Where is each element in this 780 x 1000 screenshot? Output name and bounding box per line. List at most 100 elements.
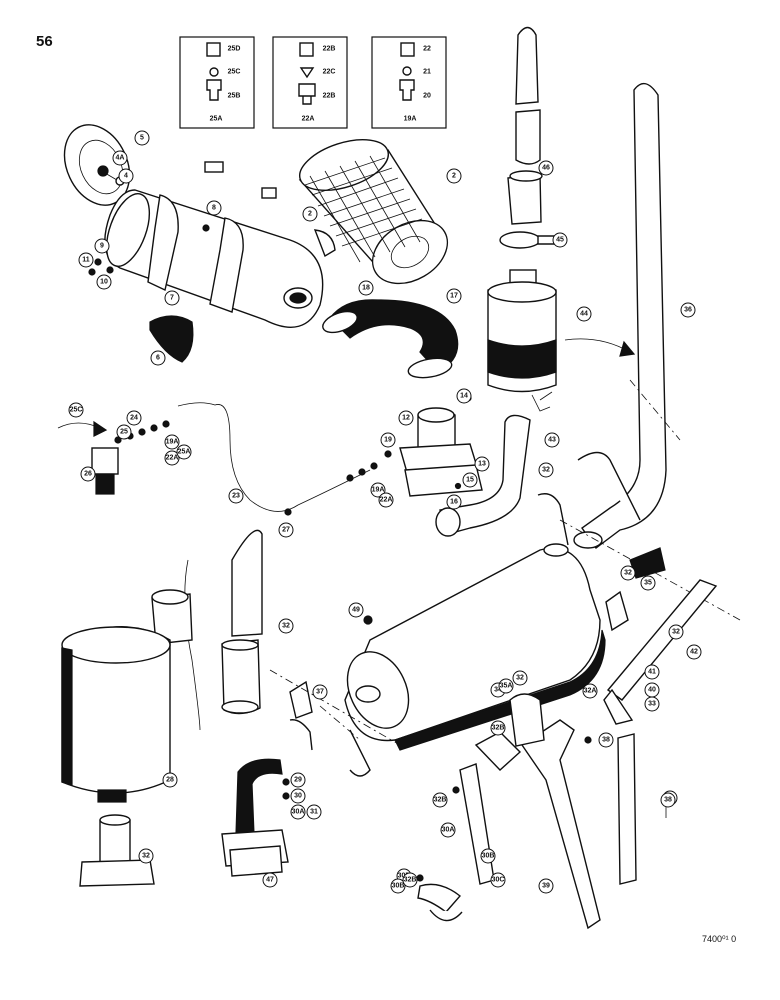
callout-32a: 32A (582, 683, 598, 699)
callout-label: 25A (178, 449, 191, 456)
callout-label: 32A (584, 688, 597, 695)
exhaust-manifold-elbow (221, 758, 289, 877)
callout-label: 43 (548, 437, 556, 444)
callout-18: 18 (358, 280, 374, 296)
callout-label: 4 (124, 173, 128, 180)
callout-32b: 32B (402, 872, 418, 888)
callout-41: 41 (644, 664, 660, 680)
callout-30b: 30B (390, 878, 406, 894)
callout-12: 12 (398, 410, 414, 426)
callout-17: 17 (446, 288, 462, 304)
callout-label: 11 (82, 257, 90, 264)
callout-label: 45 (556, 237, 564, 244)
callout-label: 30C (492, 877, 505, 884)
callout-24: 24 (126, 410, 142, 426)
callout-label: 27 (282, 527, 290, 534)
turbo-adapter (399, 394, 483, 497)
callout-label: 13 (478, 461, 486, 468)
callout-30a: 30A (290, 804, 306, 820)
callout-label: 49 (352, 607, 360, 614)
intake-hose (322, 299, 459, 379)
callout-44: 44 (576, 306, 592, 322)
callout-33: 33 (644, 696, 660, 712)
exhaust-stack (573, 82, 667, 549)
callout-23: 23 (228, 488, 244, 504)
callout-label: 32B (492, 725, 505, 732)
callout-11: 11 (78, 252, 94, 268)
callout-32b: 32B (432, 792, 448, 808)
inset-box-25a: 25D 25C 25B 25A (179, 36, 255, 129)
callout-10: 10 (96, 274, 112, 290)
callout-label: 32 (672, 629, 680, 636)
callout-32: 32 (668, 624, 684, 640)
exhaust-hanger (417, 731, 522, 922)
callout-label: 30B (392, 883, 405, 890)
callout-label: 24 (130, 415, 138, 422)
callout-label: 46 (542, 165, 550, 172)
callout-38: 38 (660, 792, 676, 808)
callout-label: 19A (372, 487, 385, 494)
callout-label: 2 (452, 173, 456, 180)
page-number: 56 (36, 33, 53, 50)
inset-box-22a: 22B 22C 22B 22A (272, 36, 348, 129)
callout-label: 32 (142, 853, 150, 860)
inset-callout: 25D (228, 46, 241, 53)
callout-32: 32 (138, 848, 154, 864)
callout-49: 49 (348, 602, 364, 618)
callout-22a: 22A (378, 492, 394, 508)
callout-42: 42 (686, 644, 702, 660)
callout-label: 47 (266, 877, 274, 884)
callout-label: 38 (664, 797, 672, 804)
callout-19a: 19A (164, 434, 180, 450)
callout-label: 44 (580, 311, 588, 318)
callout-4: 4 (118, 168, 134, 184)
callout-label: 28 (166, 777, 174, 784)
callout-label: 31 (310, 809, 318, 816)
callout-label: 32B (404, 877, 417, 884)
callout-4a: 4A (112, 150, 128, 166)
callout-label: 6 (156, 355, 160, 362)
callout-label: 25C (70, 407, 83, 414)
exhaust-pipe (221, 529, 263, 715)
inset-callout: 22B (323, 93, 336, 100)
callout-label: 38 (602, 737, 610, 744)
air-cleaner-cover (63, 124, 131, 206)
callout-label: 15 (466, 477, 474, 484)
callout-30a: 30A (440, 822, 456, 838)
callout-label: 14 (460, 393, 468, 400)
callout-19a: 19A (370, 482, 386, 498)
muffler-cap (487, 269, 557, 412)
callout-16: 16 (446, 494, 462, 510)
callout-25: 25 (116, 424, 132, 440)
callout-43: 43 (544, 432, 560, 448)
callout-label: 32 (282, 623, 290, 630)
callout-9: 9 (94, 238, 110, 254)
exhaust-extension (507, 26, 543, 225)
callout-label: 36 (684, 307, 692, 314)
callout-label: 18 (362, 285, 370, 292)
inset-callout: 25A (210, 116, 223, 123)
callout-15: 15 (462, 472, 478, 488)
callout-39: 39 (538, 878, 554, 894)
callout-label: 2 (308, 211, 312, 218)
muffler-support-bracket (603, 547, 718, 725)
inset-callout: 21 (423, 69, 431, 76)
callout-label: 19A (166, 439, 179, 446)
callout-label: 40 (648, 687, 656, 694)
inset-callout: 20 (423, 93, 431, 100)
inset-callout: 22 (423, 46, 431, 53)
callout-19: 19 (380, 432, 396, 448)
callout-label: 4A (116, 155, 125, 162)
callout-47: 47 (262, 872, 278, 888)
muffler (344, 543, 606, 751)
callout-label: 12 (402, 415, 410, 422)
inset-callout: 22A (302, 116, 315, 123)
inset-callout: 19A (404, 116, 417, 123)
callout-32: 32 (278, 618, 294, 634)
drawing-reference: 7400⁰¹ 0 (702, 934, 736, 944)
callout-label: 39 (542, 883, 550, 890)
callout-28: 28 (162, 772, 178, 788)
callout-25a: 25A (176, 444, 192, 460)
callout-label: 29 (294, 777, 302, 784)
callout-38: 38 (598, 732, 614, 748)
